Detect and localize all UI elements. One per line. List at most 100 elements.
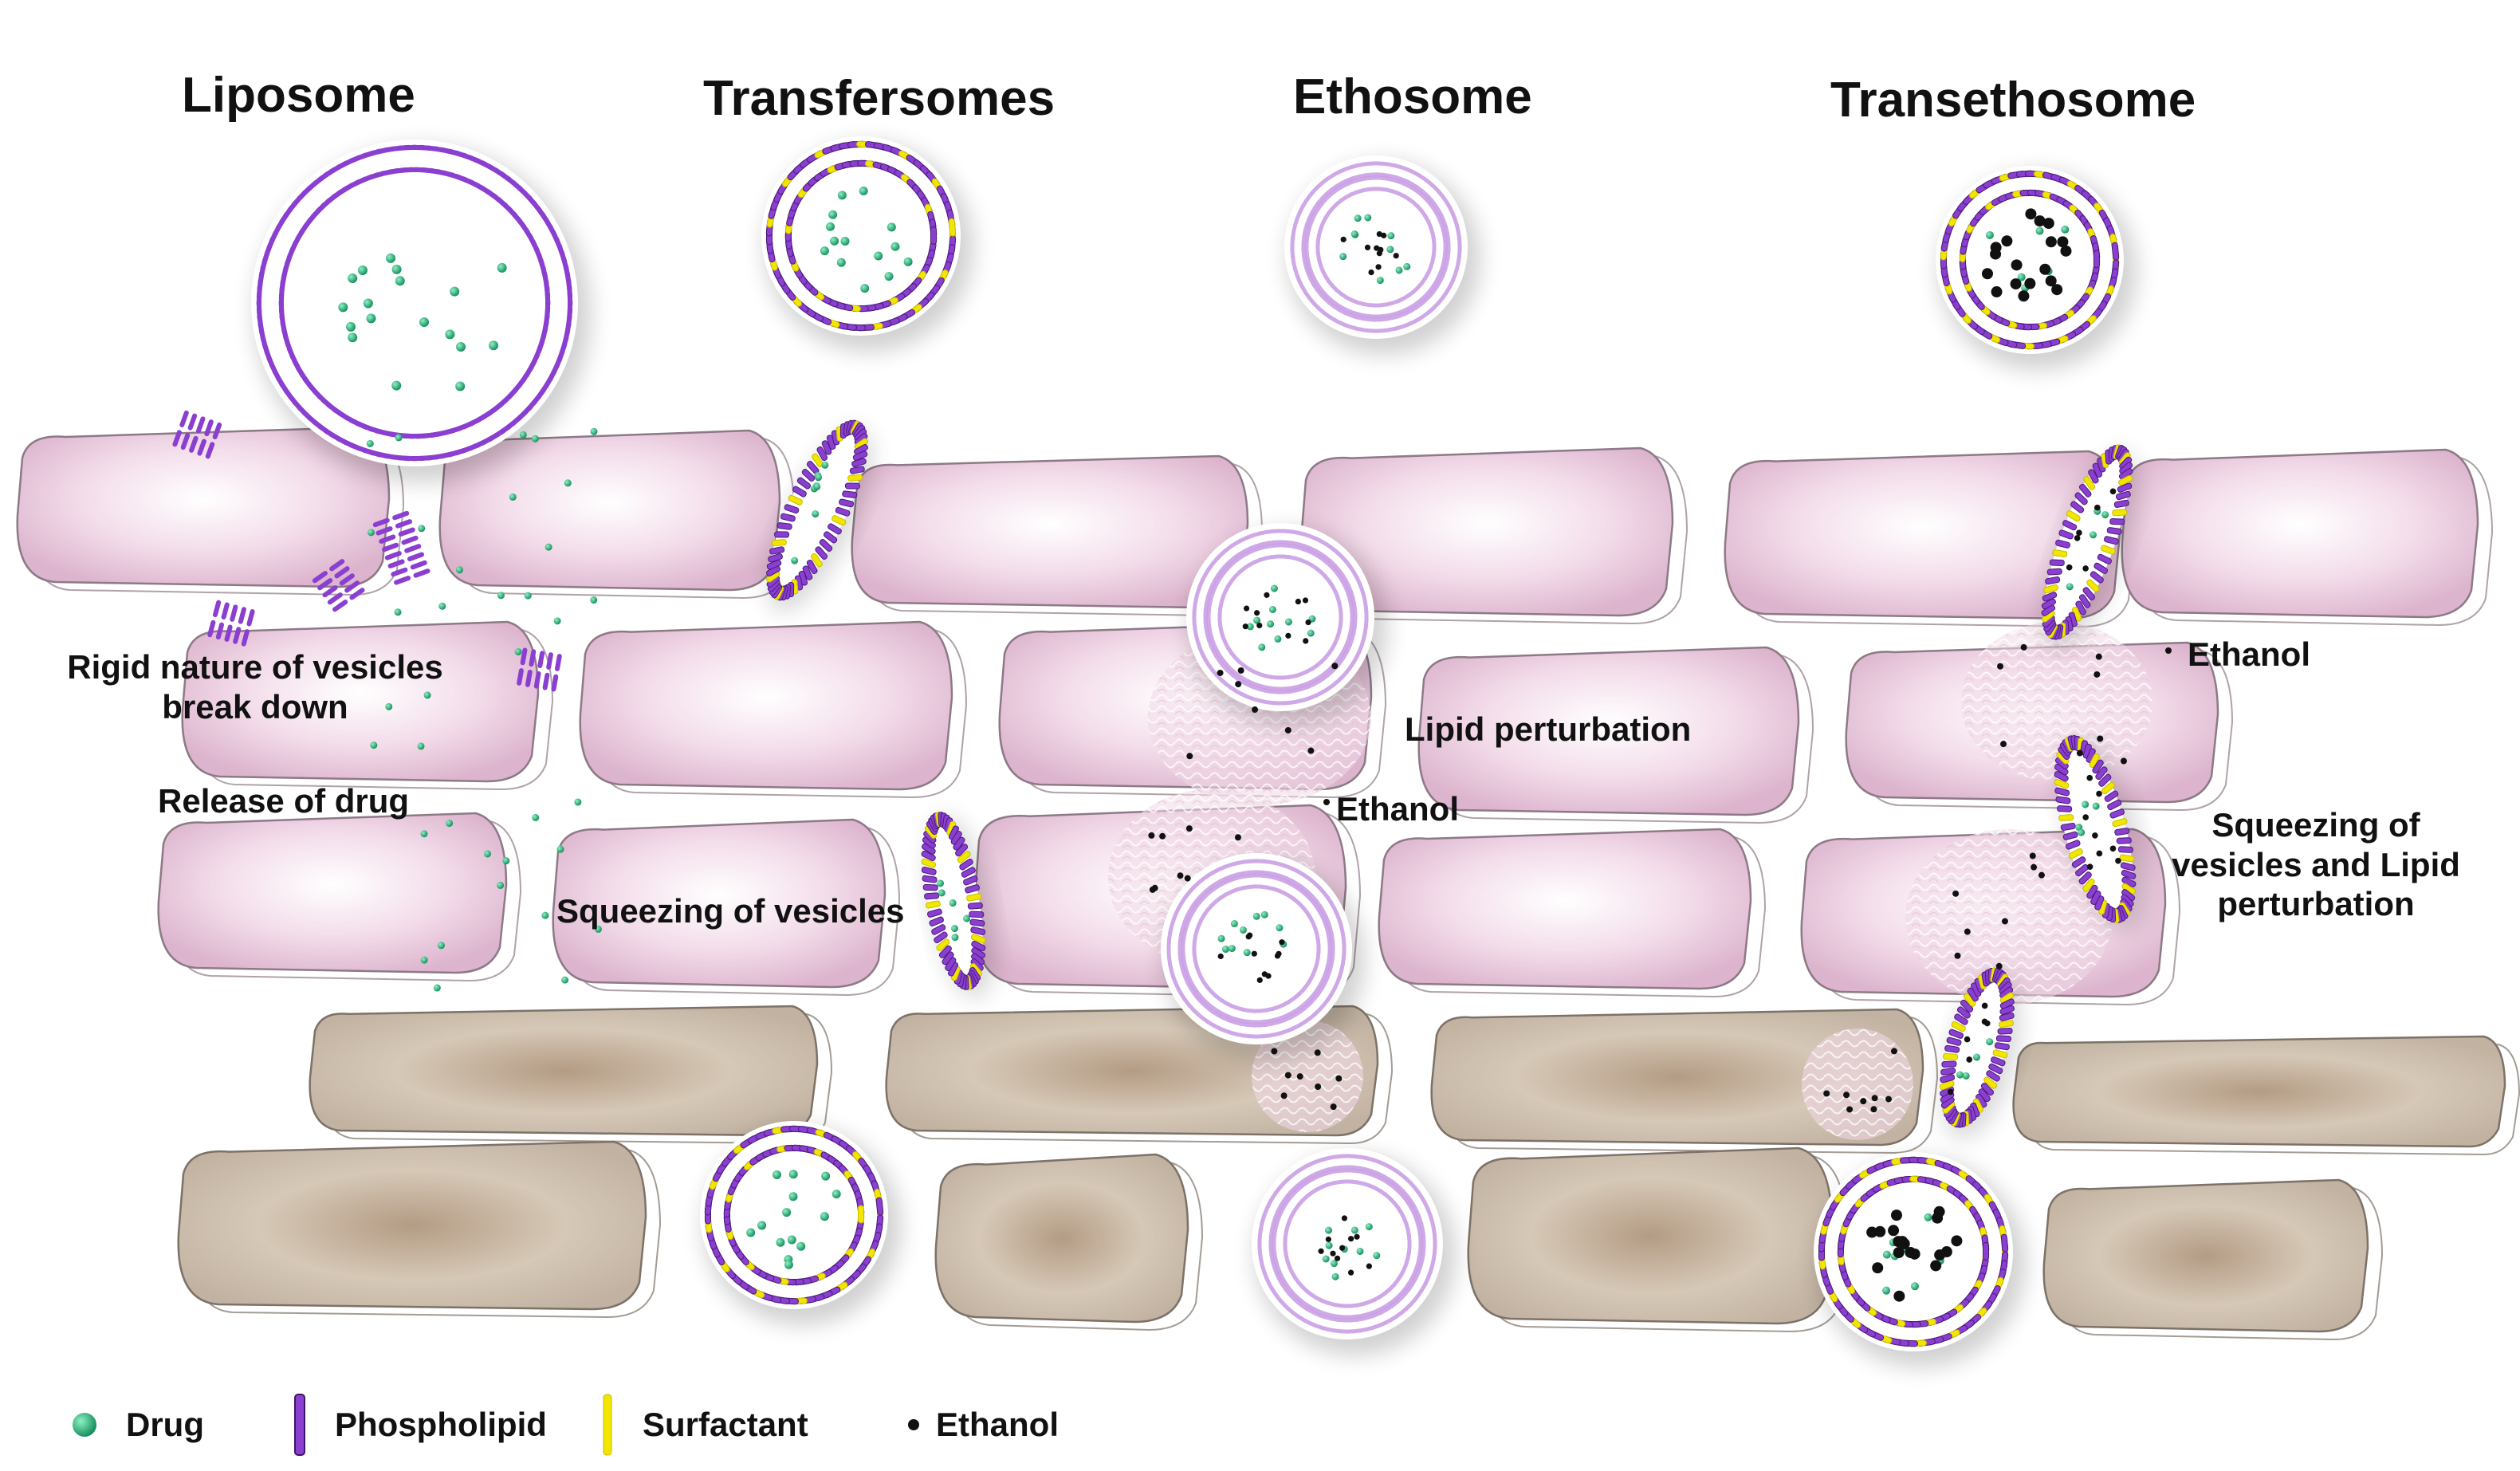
corneocyte-cell <box>2012 1035 2520 1156</box>
drug-particle <box>455 566 463 574</box>
ethosome-vesicle-middle <box>1161 853 1365 1060</box>
corneocyte-cell <box>934 1153 1204 1331</box>
legend-ethanol: Ethanol <box>906 1397 1059 1453</box>
liposome-vesicle <box>251 140 591 482</box>
drug-particle <box>366 439 374 447</box>
annotation-release-of-drug: Release of drug <box>158 782 410 820</box>
drug-particle <box>437 942 445 950</box>
surfactant-icon <box>603 1394 612 1456</box>
legend-phospholipid-label: Phospholipid <box>335 1406 547 1443</box>
ethanol-particle <box>1871 1095 1878 1102</box>
ethanol-particle <box>1149 886 1156 893</box>
legend-surfactant-label: Surfactant <box>643 1406 808 1443</box>
transfersome-squeezed-upper <box>765 419 872 613</box>
ethanol-particle <box>1885 1095 1893 1103</box>
ethanol-particle <box>1331 663 1339 670</box>
ethanol-particle <box>1148 832 1155 839</box>
legend-surfactant: Surfactant <box>600 1394 808 1456</box>
ethanol-particle <box>1315 1084 1322 1091</box>
ethanol-particle <box>1846 1106 1854 1113</box>
annotation-squeezing-lipid-line1: Squeezing of <box>2211 806 2420 844</box>
corneocyte-cell <box>1430 1008 1939 1154</box>
bilayer-fragment <box>207 600 255 647</box>
ethosome-vesicle-top <box>1284 155 1480 355</box>
drug-particle <box>564 479 572 487</box>
drug-particle <box>509 493 517 501</box>
corneocyte-cell <box>309 1005 833 1145</box>
corneocyte-cell <box>1417 646 1814 824</box>
ethanol-particle <box>2093 671 2101 678</box>
ethanol-particle <box>1280 1092 1288 1099</box>
bilayer-fragment <box>517 647 562 692</box>
drug-particle <box>524 592 532 600</box>
ethanol-particle <box>1335 1075 1343 1082</box>
ethanol-particle <box>1296 1073 1303 1080</box>
ethanol-particle <box>2020 643 2027 651</box>
ethanol-particle <box>1870 1106 1877 1113</box>
drug-particle <box>394 608 402 616</box>
ethanol-particle <box>1252 706 1259 714</box>
drug-particle <box>367 529 375 537</box>
legend-drug: Drug <box>70 1397 204 1453</box>
corneocyte-cell <box>2042 1178 2384 1341</box>
ethanol-particle <box>1952 890 1960 897</box>
ethanol-particle <box>2000 741 2007 748</box>
drug-particle <box>561 976 569 984</box>
corneocyte-cell <box>2121 448 2494 627</box>
corneocyte-cell <box>1467 1147 1848 1333</box>
transfersome-vesicle-bottom <box>700 1121 901 1325</box>
drug-particle <box>514 647 522 655</box>
drug-particle <box>590 596 598 604</box>
ethanol-particle <box>1997 663 2004 670</box>
drug-particle <box>519 431 527 439</box>
annotation-squeezing-lipid-line2: vesicles and Lipid <box>2172 845 2460 883</box>
legend-phospholipid: Phospholipid <box>292 1394 547 1456</box>
corneocyte-cell <box>1378 828 1767 998</box>
free-particles <box>366 427 2172 1113</box>
drug-particle <box>544 543 552 551</box>
drug-particle <box>370 741 378 749</box>
ethanol-particle <box>1284 1072 1291 1079</box>
drug-particle <box>484 850 492 858</box>
ethanol-particle <box>1954 952 1961 959</box>
transfersome-vesicle-top <box>761 136 973 352</box>
annotation-squeezing-vesicles: Squeezing of vesicles <box>556 892 905 930</box>
ethanol-particle <box>2001 918 2008 925</box>
transfersome-squeezed-lower <box>921 812 996 999</box>
bilayer-fragment <box>372 510 430 585</box>
drug-particle <box>556 845 564 853</box>
corneocyte-cell <box>157 812 522 982</box>
annotation-rigid-nature: Rigid nature of vesicles break down <box>48 647 462 726</box>
ethanol-particle <box>1314 1049 1321 1056</box>
ethosome-vesicle-bottom <box>1252 1148 1456 1355</box>
drug-particle <box>574 798 582 806</box>
transethosome-vesicle-top <box>1936 166 2137 370</box>
transethosome-squeezed-3 <box>1939 967 2021 1139</box>
ethanol-particle <box>1235 681 1242 688</box>
ethanol-particle <box>2076 749 2083 757</box>
ethanol-particle <box>1823 1090 1830 1097</box>
drug-particle <box>420 956 428 964</box>
bilayer-fragment <box>172 410 222 459</box>
title-transfersomes: Transfersomes <box>703 71 1056 126</box>
title-ethosome: Ethosome <box>1293 69 1532 124</box>
drug-particle <box>531 435 539 442</box>
ethanol-dot-icon <box>908 1419 919 1430</box>
drug-particle <box>420 830 428 838</box>
ethanol-particle <box>1995 962 2003 970</box>
drug-particle <box>502 857 510 865</box>
drug-particle <box>417 742 425 750</box>
annotation-lipid-perturbation: Lipid perturbation <box>1405 710 1692 748</box>
transethosome-squeezed-1 <box>2041 444 2137 651</box>
drug-particle <box>438 602 446 610</box>
bilayer-fragment <box>312 559 365 612</box>
ethanol-particle <box>1186 753 1193 760</box>
drug-particle <box>553 617 561 625</box>
ethanol-particle <box>2120 757 2127 765</box>
drug-particle <box>497 592 505 600</box>
annotation-rigid-line1: Rigid nature of vesicles <box>67 648 443 686</box>
legend-drug-label: Drug <box>126 1406 204 1443</box>
drug-icon <box>73 1413 96 1437</box>
ethosome-vesicle-entering <box>1186 523 1387 727</box>
